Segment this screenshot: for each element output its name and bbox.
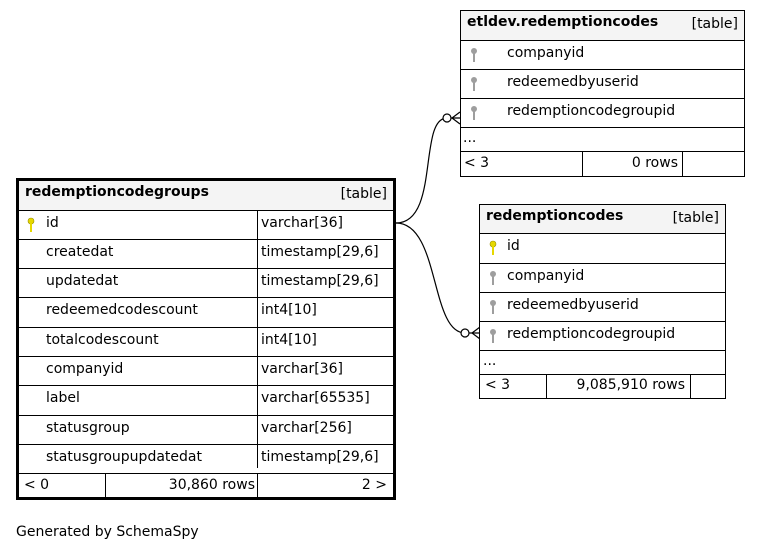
column-row[interactable]: companyid varchar[36] <box>19 357 393 386</box>
column-type: timestamp[29,6] <box>261 449 379 465</box>
column-name: id <box>507 238 520 254</box>
parents-count[interactable]: < 3 <box>485 377 511 393</box>
row-count: 0 rows <box>631 155 678 171</box>
ellipsis-row: ... <box>461 128 744 152</box>
column-type: timestamp[29,6] <box>261 244 379 260</box>
column-row[interactable]: statusgroupupdatedat timestamp[29,6] <box>19 445 393 474</box>
row-count: 30,860 rows <box>168 477 255 493</box>
more-columns-ellipsis: ... <box>483 353 497 369</box>
column-row[interactable]: label varchar[65535] <box>19 386 393 416</box>
column-type: varchar[256] <box>261 420 352 436</box>
column-name: label <box>46 390 80 406</box>
column-name: statusgroup <box>46 420 130 436</box>
column-row[interactable]: id varchar[36] <box>19 211 393 240</box>
column-name: createdat <box>46 244 114 260</box>
crowfoot-redemptioncodes <box>471 326 481 340</box>
table-etldev-redemptioncodes[interactable]: etldev.redemptioncodes [table] companyid… <box>460 10 745 177</box>
crowfoot-etldev <box>451 111 461 125</box>
more-columns-ellipsis: ... <box>463 130 477 146</box>
column-name: companyid <box>507 45 585 61</box>
divider <box>690 375 691 398</box>
column-type: varchar[65535] <box>261 390 370 406</box>
column-name: totalcodescount <box>46 332 159 348</box>
foreign-key-icon <box>471 77 477 91</box>
divider <box>105 474 106 497</box>
column-row[interactable]: redemptioncodegroupid <box>461 99 744 128</box>
table-header: etldev.redemptioncodes [table] <box>461 11 744 41</box>
foreign-key-icon <box>490 329 496 343</box>
column-row[interactable]: totalcodescount int4[10] <box>19 328 393 357</box>
column-type: int4[10] <box>261 332 317 348</box>
column-row[interactable]: createdat timestamp[29,6] <box>19 240 393 269</box>
relationship-line-redemptioncodes <box>395 222 480 334</box>
table-header: redemptioncodes [table] <box>480 205 725 234</box>
table-footer: < 3 9,085,910 rows <box>480 375 725 398</box>
primary-key-icon <box>27 217 35 232</box>
column-type: int4[10] <box>261 302 317 318</box>
table-title: redemptioncodegroups <box>25 184 209 200</box>
table-footer: < 0 30,860 rows 2 > <box>19 474 393 497</box>
column-row[interactable]: redeemedbyuserid <box>480 293 725 322</box>
parents-count[interactable]: < 0 <box>24 477 50 493</box>
table-kind: [table] <box>672 210 719 226</box>
crowfoot-circle-etldev <box>442 113 452 123</box>
column-name: redemptioncodegroupid <box>507 103 676 119</box>
divider <box>682 152 683 176</box>
column-name: companyid <box>46 361 124 377</box>
column-row[interactable]: companyid <box>461 41 744 70</box>
table-redemptioncodegroups[interactable]: redemptioncodegroups [table] id varchar[… <box>16 178 396 500</box>
parents-count[interactable]: < 3 <box>464 155 490 171</box>
primary-key-icon <box>489 240 497 255</box>
column-row[interactable]: redeemedbyuserid <box>461 70 744 99</box>
row-count: 9,085,910 rows <box>576 377 685 393</box>
relationship-line-etldev <box>395 117 460 224</box>
table-header: redemptioncodegroups [table] <box>19 181 393 211</box>
crowfoot-circle-redemptioncodes <box>460 328 470 338</box>
foreign-key-icon <box>471 48 477 62</box>
table-footer: < 3 0 rows <box>461 152 744 176</box>
table-title: etldev.redemptioncodes <box>467 14 659 30</box>
column-row[interactable]: updatedat timestamp[29,6] <box>19 269 393 298</box>
column-row[interactable]: companyid <box>480 264 725 293</box>
foreign-key-icon <box>471 106 477 120</box>
generated-by-caption: Generated by SchemaSpy <box>16 524 199 540</box>
divider <box>582 152 583 176</box>
column-divider <box>257 211 258 468</box>
column-name: redeemedbyuserid <box>507 74 639 90</box>
column-name: companyid <box>507 268 585 284</box>
column-name: id <box>46 215 59 231</box>
column-name: updatedat <box>46 273 119 289</box>
table-kind: [table] <box>691 16 738 32</box>
foreign-key-icon <box>490 300 496 314</box>
divider <box>546 375 547 398</box>
column-type: varchar[36] <box>261 361 343 377</box>
column-row[interactable]: statusgroup varchar[256] <box>19 416 393 445</box>
table-title: redemptioncodes <box>486 208 624 224</box>
column-type: varchar[36] <box>261 215 343 231</box>
table-kind: [table] <box>340 186 387 202</box>
column-row[interactable]: redemptioncodegroupid <box>480 322 725 351</box>
table-redemptioncodes[interactable]: redemptioncodes [table] id companyid red… <box>479 204 726 399</box>
column-type: timestamp[29,6] <box>261 273 379 289</box>
column-name: redemptioncodegroupid <box>507 326 676 342</box>
column-row[interactable]: id <box>480 234 725 264</box>
divider <box>257 474 258 497</box>
column-name: redeemedcodescount <box>46 302 198 318</box>
children-count[interactable]: 2 > <box>361 477 387 493</box>
column-name: redeemedbyuserid <box>507 297 639 313</box>
foreign-key-icon <box>490 271 496 285</box>
column-name: statusgroupupdatedat <box>46 449 202 465</box>
ellipsis-row: ... <box>480 351 725 375</box>
column-row[interactable]: redeemedcodescount int4[10] <box>19 298 393 328</box>
